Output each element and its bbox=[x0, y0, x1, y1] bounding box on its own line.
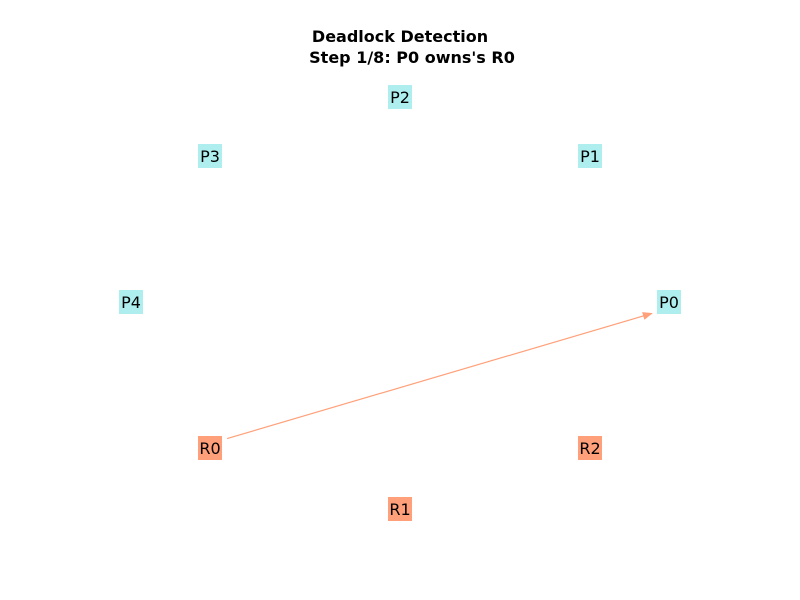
node-box-p3 bbox=[198, 144, 222, 168]
node-r0: R0 bbox=[198, 436, 222, 460]
node-label-p4: P4 bbox=[121, 293, 141, 312]
node-r2: R2 bbox=[578, 436, 602, 460]
node-label-r1: R1 bbox=[389, 500, 410, 519]
node-label-p0: P0 bbox=[659, 293, 679, 312]
node-p1: P1 bbox=[578, 144, 602, 168]
edges-layer bbox=[226, 312, 653, 440]
node-label-p1: P1 bbox=[580, 147, 600, 166]
node-label-p2: P2 bbox=[390, 88, 410, 107]
node-box-r0 bbox=[198, 436, 222, 460]
node-label-r0: R0 bbox=[199, 439, 220, 458]
node-box-p2 bbox=[388, 85, 412, 109]
diagram-subtitle: Step 1/8: P0 owns's R0 bbox=[309, 48, 515, 67]
node-box-p4 bbox=[119, 290, 143, 314]
node-box-p0 bbox=[657, 290, 681, 314]
node-r1: R1 bbox=[388, 497, 412, 521]
node-p3: P3 bbox=[198, 144, 222, 168]
node-box-r1 bbox=[388, 497, 412, 521]
node-p2: P2 bbox=[388, 85, 412, 109]
node-p4: P4 bbox=[119, 290, 143, 314]
node-label-r2: R2 bbox=[579, 439, 600, 458]
node-p0: P0 bbox=[657, 290, 681, 314]
diagram-title: Deadlock Detection bbox=[311, 27, 489, 46]
edge-r0-to-p0 bbox=[226, 312, 653, 440]
node-label-p3: P3 bbox=[200, 147, 220, 166]
node-box-p1 bbox=[578, 144, 602, 168]
node-box-r2 bbox=[578, 436, 602, 460]
